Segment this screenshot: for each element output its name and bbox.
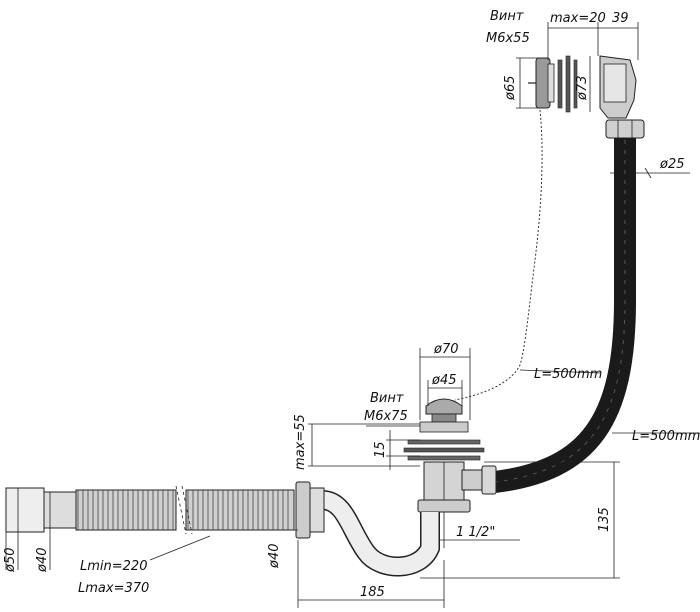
thread-label: 1 1/2" [456, 525, 495, 540]
dia-70-label: ø70 [433, 342, 459, 357]
dim-39-label: 39 [612, 11, 629, 26]
dim-185-label: 185 [360, 585, 385, 600]
lmax-label: Lmax=370 [78, 581, 149, 596]
drain-assembly [403, 398, 497, 513]
overflow-assembly [528, 55, 645, 139]
max-20-label: max=20 [550, 11, 606, 26]
chain [454, 109, 543, 401]
screw-top-label-2: M6x55 [486, 31, 530, 46]
dim-135-label: 135 [597, 507, 612, 532]
dia-50-label: ø50 [3, 548, 18, 574]
dia-40-right-label: ø40 [267, 544, 282, 570]
screw-top-label-1: Винт [490, 9, 524, 24]
dim-15-label: 15 [373, 441, 388, 458]
screw-mid-label-1: Винт [370, 391, 404, 406]
dia-45-label: ø45 [431, 373, 457, 388]
overflow-hose [493, 138, 636, 493]
dia-73-label: ø73 [575, 76, 590, 102]
chain-length-label: L=500mm [534, 367, 602, 382]
corrugated-hose [5, 485, 295, 570]
drain-dimensions [297, 348, 620, 608]
dia-65-label: ø65 [503, 76, 518, 102]
s-trap [270, 481, 440, 577]
max-55-label: max=55 [293, 414, 308, 470]
dia-25-label: ø25 [659, 157, 685, 172]
dia-40-left-label: ø40 [35, 548, 50, 574]
hose-length-label: L=500mm [632, 429, 700, 444]
lmin-label: Lmin=220 [80, 559, 147, 574]
screw-mid-label-2: M6x75 [364, 409, 408, 424]
